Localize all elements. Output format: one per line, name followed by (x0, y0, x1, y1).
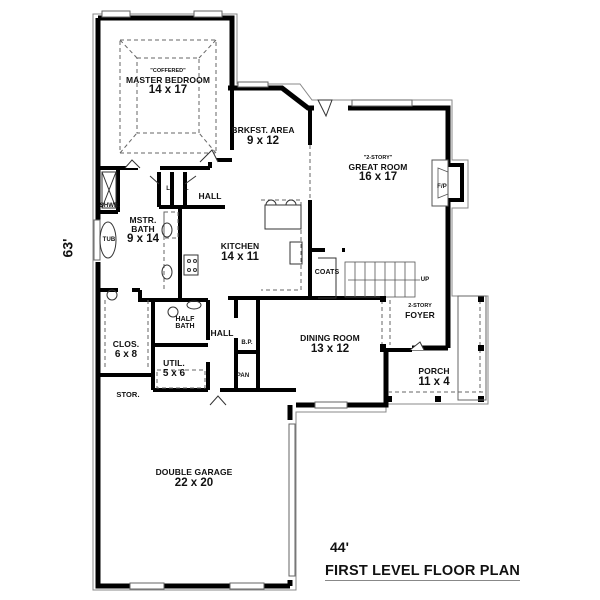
room-double-garage: DOUBLE GARAGE 22 x 20 (156, 468, 233, 489)
master-bedroom-dims: 14 x 17 (148, 84, 188, 96)
porch-rail (457, 295, 487, 401)
room-half-bath: HALF BATH (175, 316, 194, 330)
room-great-room: "2-STORY" GREAT ROOM 16 x 17 (348, 155, 408, 184)
master-bath-dims: 9 x 14 (127, 233, 159, 245)
pantry-name: PAN (236, 373, 250, 379)
foyer-name: FOYER (405, 309, 435, 320)
master-bedroom-note: "COFFERED" (150, 68, 186, 74)
room-porch: PORCH 11 x 4 (418, 367, 449, 388)
great-room-name: GREAT ROOM (348, 161, 408, 172)
kitchen-name: KITCHEN (220, 241, 260, 251)
room-kitchen: KITCHEN 14 x 11 (221, 242, 259, 263)
tub-label: TUB (103, 237, 116, 243)
exterior-walls (95, 15, 451, 589)
windows (93, 10, 413, 590)
fireplace-name: F/P (437, 184, 447, 190)
fireplace-label: F/P (437, 184, 447, 190)
dining-room-dims: 13 x 12 (310, 342, 350, 355)
room-breakfast-area: BRKFST. AREA 9 x 12 (231, 126, 294, 147)
great-room-dims: 16 x 17 (358, 171, 398, 183)
breakfast-area-name: BRKFST. AREA (231, 125, 295, 135)
master-bath-name-1: MSTR. (129, 215, 157, 225)
room-dining-room: DINING ROOM 13 x 12 (300, 334, 360, 355)
stairs-up-name: UP (420, 277, 430, 283)
storage-name: STOR. (116, 390, 140, 399)
garage-name: DOUBLE GARAGE (155, 467, 233, 477)
garage-dims: 22 x 20 (174, 476, 214, 489)
linen-1-name: L. (166, 186, 172, 192)
porch-dims: 11 x 4 (418, 375, 450, 388)
foyer-note: 2-STORY (408, 303, 432, 309)
kitchen-dims: 14 x 11 (221, 250, 259, 263)
room-utility: UTIL. 5 x 6 (163, 359, 185, 379)
stairs-up-label: UP (421, 277, 430, 283)
pantry: PAN (237, 373, 250, 379)
coats-name: COATS (314, 269, 340, 276)
porch-columns (380, 296, 484, 402)
shower-name: SHWR. (99, 203, 121, 209)
butler-pantry: B.P. (241, 340, 252, 346)
linen-closet-2: L. (183, 186, 189, 192)
shower-label: SHWR. (100, 203, 121, 209)
dining-room-name: DINING ROOM (300, 333, 360, 343)
breakfast-area-dims: 9 x 12 (247, 134, 279, 147)
utility-dims: 5 x 6 (162, 367, 186, 379)
closet-dims: 6 x 8 (114, 348, 138, 360)
stairs (344, 261, 420, 298)
tub-name: TUB (102, 237, 116, 243)
utility-name: UTIL. (163, 358, 185, 368)
porch-name: PORCH (418, 366, 450, 376)
hall-lower-name: HALL (210, 328, 234, 338)
plan-title: FIRST LEVEL FLOOR PLAN (325, 563, 521, 581)
room-foyer: 2-STORY FOYER (405, 303, 435, 320)
hall-upper: HALL (198, 192, 221, 201)
fireplace (431, 159, 464, 207)
room-master-bath: MSTR. BATH 9 x 14 (127, 216, 159, 246)
hall-upper-name: HALL (198, 191, 222, 201)
hall-lower: HALL (210, 329, 233, 338)
overall-depth-dimension: 63' (59, 238, 76, 258)
master-bedroom-name: MASTER BEDROOM (125, 74, 211, 85)
coats-closet: COATS (315, 269, 339, 276)
closet-name: CLOS. (112, 339, 140, 349)
master-bath-name-2: BATH (131, 223, 155, 234)
linen-closet-1: L. (166, 186, 172, 192)
fixtures (99, 171, 337, 318)
room-master-bedroom: "COFFERED" MASTER BEDROOM 14 x 17 (125, 68, 211, 97)
door-swings (124, 99, 425, 406)
half-bath-name-1: HALF (175, 316, 195, 323)
room-storage: STOR. (116, 391, 139, 399)
great-room-note: "2-STORY" (363, 155, 393, 161)
half-bath-name-2: BATH (175, 323, 195, 330)
overall-width-dimension: 44' (330, 539, 349, 555)
outer-outline (92, 13, 489, 591)
butler-pantry-name: B.P. (241, 340, 253, 346)
room-closet: CLOS. 6 x 8 (113, 340, 139, 360)
linen-2-name: L. (183, 186, 189, 192)
